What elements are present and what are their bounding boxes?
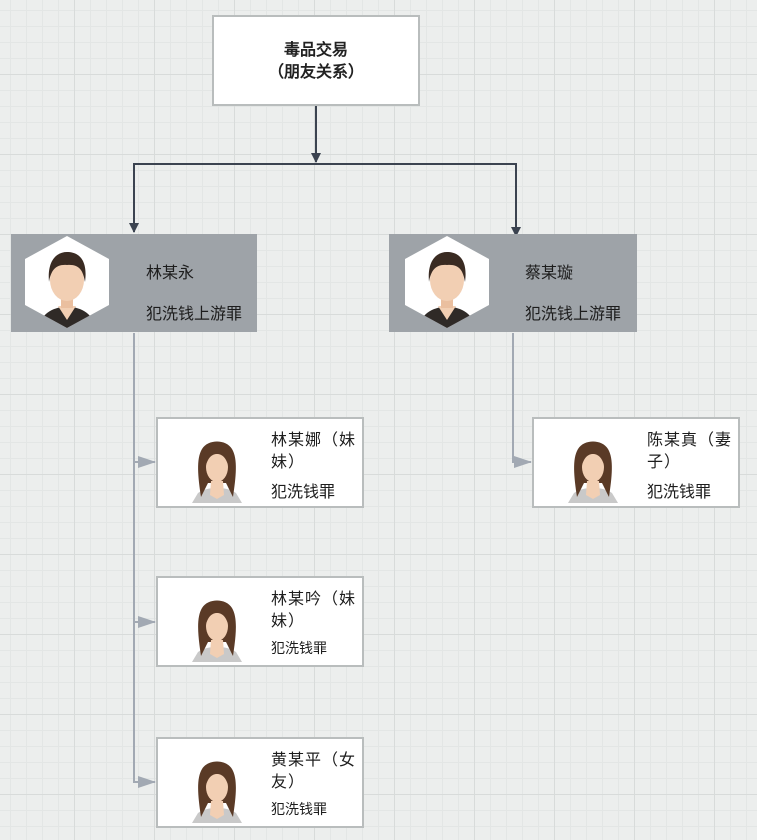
principal-node-2[interactable]: 蔡某璇 犯洗钱上游罪 bbox=[389, 234, 637, 332]
root-connector bbox=[129, 106, 521, 237]
member-node-3[interactable]: 黄某平（女友） 犯洗钱罪 bbox=[156, 737, 364, 828]
member-node-4[interactable]: 陈某真（妻子） 犯洗钱罪 bbox=[532, 417, 740, 508]
member-crime: 犯洗钱罪 bbox=[271, 641, 327, 657]
principal-crime: 犯洗钱上游罪 bbox=[146, 304, 243, 323]
member-crime: 犯洗钱罪 bbox=[271, 802, 327, 818]
female-avatar-icon bbox=[192, 600, 242, 662]
principal-name: 林某永 bbox=[146, 263, 195, 282]
member-crime: 犯洗钱罪 bbox=[271, 482, 336, 501]
female-avatar-icon bbox=[568, 441, 618, 503]
male-avatar-icon bbox=[25, 236, 109, 328]
family-connector-left bbox=[133, 333, 156, 788]
member-node-1[interactable]: 林某娜（妹妹） 犯洗钱罪 bbox=[156, 417, 364, 508]
principal-name: 蔡某璇 bbox=[525, 263, 574, 282]
principal-node-1[interactable]: 林某永 犯洗钱上游罪 bbox=[11, 234, 257, 332]
female-avatar-icon bbox=[192, 441, 242, 503]
principal-crime: 犯洗钱上游罪 bbox=[525, 304, 622, 323]
root-title: 毒品交易 bbox=[283, 39, 348, 59]
family-connector-right bbox=[512, 333, 532, 468]
member-name: 陈某真（妻子） bbox=[647, 430, 733, 471]
root-subtitle: （朋友关系） bbox=[267, 61, 364, 81]
member-node-2[interactable]: 林某吟（妹妹） 犯洗钱罪 bbox=[156, 576, 364, 667]
member-name: 黄某平（女友） bbox=[271, 750, 357, 791]
member-crime: 犯洗钱罪 bbox=[647, 482, 712, 501]
member-name: 林某娜（妹妹） bbox=[271, 430, 357, 471]
male-avatar-icon bbox=[405, 236, 489, 328]
female-avatar-icon bbox=[192, 761, 242, 823]
root-event-box[interactable]: 毒品交易 （朋友关系） bbox=[212, 15, 420, 106]
member-name: 林某吟（妹妹） bbox=[271, 589, 357, 630]
